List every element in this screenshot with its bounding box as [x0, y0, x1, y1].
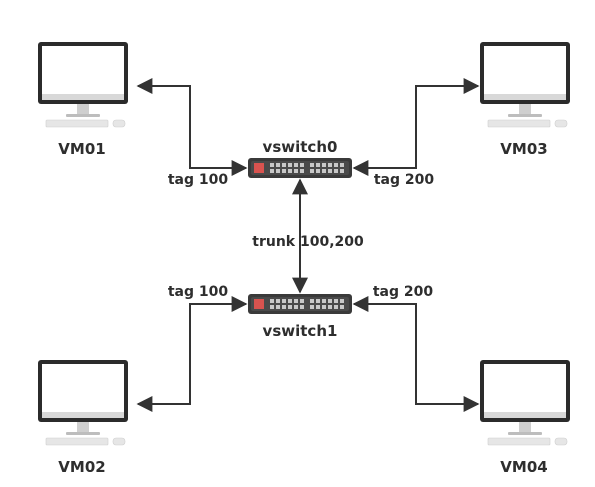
- vm03-computer-icon: [479, 41, 571, 128]
- link-vm02-vswitch1-label: tag 100: [168, 284, 229, 300]
- vswitch1-switch-icon: [248, 294, 352, 314]
- vm03-label: VM03: [500, 140, 547, 158]
- vswitch1-label: vswitch1: [263, 322, 338, 340]
- vm02-computer-icon: [37, 359, 129, 446]
- vswitch0-label: vswitch0: [263, 138, 338, 156]
- link-vswitch0-vswitch1-label: trunk 100,200: [252, 234, 364, 250]
- vm04-computer-icon: [479, 359, 571, 446]
- link-vm03-vswitch0: [352, 78, 480, 176]
- link-vm04-vswitch1-label: tag 200: [373, 284, 434, 300]
- vm01-label: VM01: [58, 140, 105, 158]
- link-vm01-vswitch0-label: tag 100: [168, 172, 229, 188]
- vm04-label: VM04: [500, 458, 547, 476]
- vm01-computer-icon: [37, 41, 129, 128]
- link-vm01-vswitch0: [136, 78, 248, 176]
- vswitch0-switch-icon: [248, 158, 352, 178]
- link-vm04-vswitch1: [352, 296, 480, 412]
- link-vm03-vswitch0-label: tag 200: [374, 172, 435, 188]
- link-vm02-vswitch1: [136, 296, 248, 412]
- vm02-label: VM02: [58, 458, 105, 476]
